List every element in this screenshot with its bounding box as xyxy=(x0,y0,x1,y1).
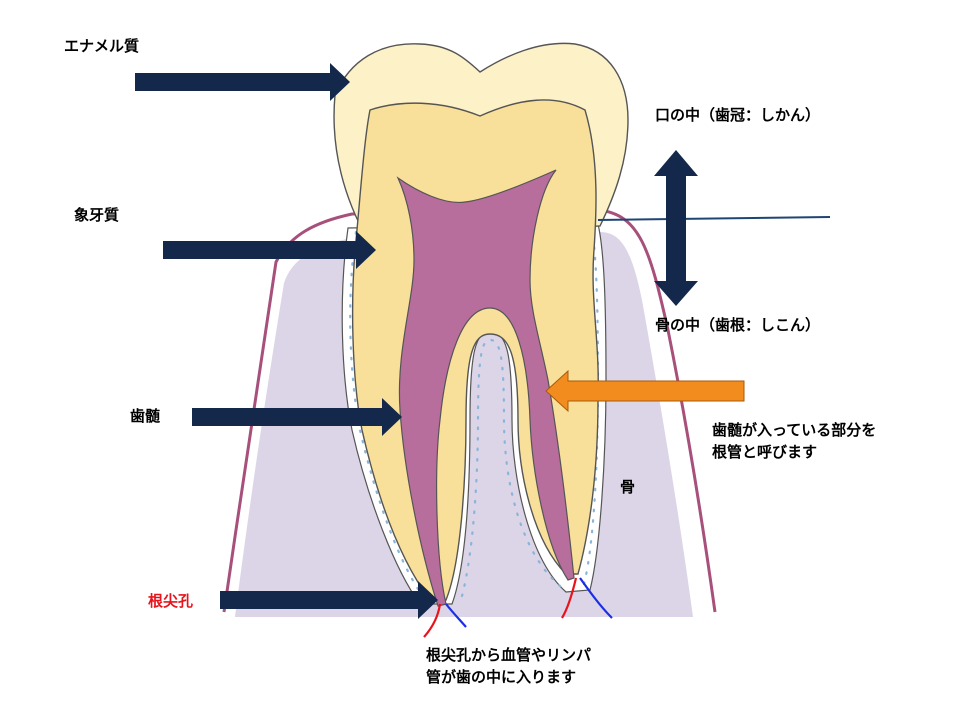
label-vessels-line2: 管が歯の中に入ります xyxy=(426,668,577,686)
label-crown: 口の中（歯冠：しかん） xyxy=(655,106,821,124)
label-root: 骨の中（歯根：しこん） xyxy=(655,316,821,334)
label-pulp: 歯髄 xyxy=(130,407,161,425)
label-root-canal-line2: 根管と呼びます xyxy=(712,443,818,461)
up-down-arrow-icon xyxy=(654,150,698,306)
label-root-canal-line1: 歯髄が入っている部分を xyxy=(712,421,877,439)
gum-level-line xyxy=(597,216,831,221)
label-bone: 骨 xyxy=(620,478,636,496)
ligament-dots xyxy=(349,226,600,600)
vein xyxy=(445,603,467,628)
vein xyxy=(579,577,613,619)
right-arrow-icon xyxy=(163,231,376,269)
label-dentin: 象牙質 xyxy=(74,206,120,224)
right-arrow-icon xyxy=(135,63,350,101)
artery xyxy=(423,603,442,638)
label-apical-foramen: 根尖孔 xyxy=(148,592,194,610)
left-arrow-icon xyxy=(545,369,745,413)
right-arrow-icon xyxy=(192,398,402,436)
label-enamel: エナメル質 xyxy=(64,37,140,55)
artery xyxy=(561,577,578,619)
right-arrow-icon xyxy=(220,581,438,619)
label-vessels-line1: 根尖孔から血管やリンパ xyxy=(426,646,592,664)
